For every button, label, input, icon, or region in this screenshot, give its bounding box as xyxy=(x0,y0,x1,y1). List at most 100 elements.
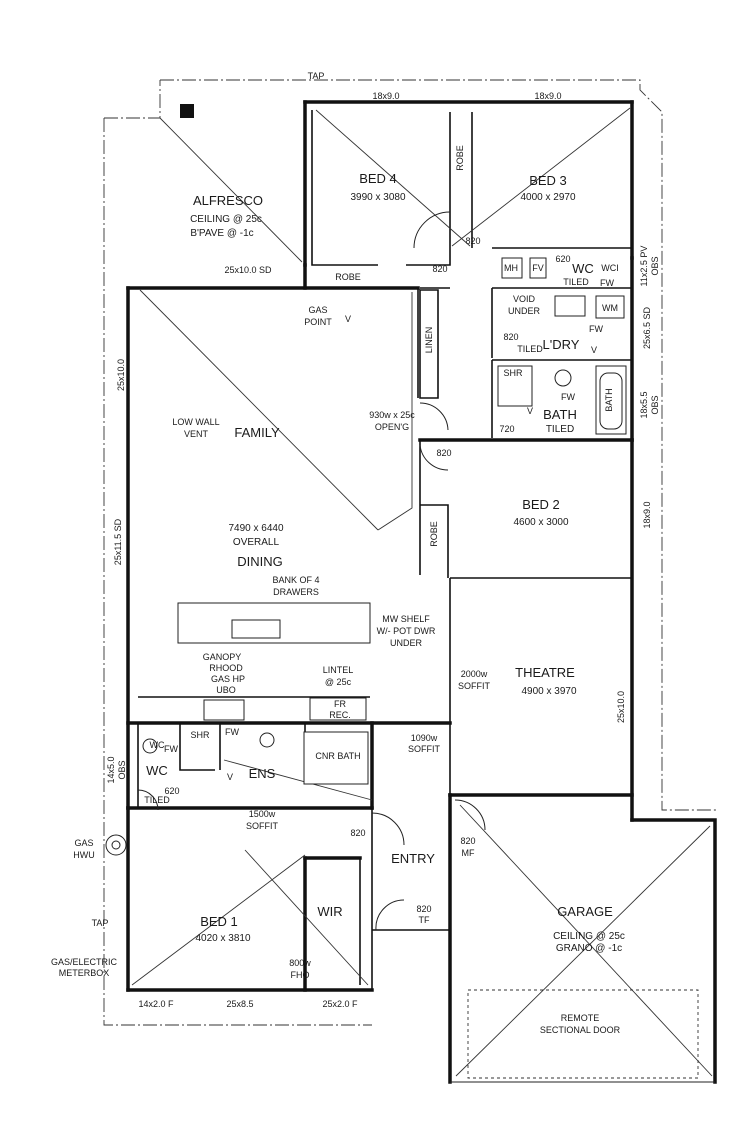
bed4-label: BED 4 xyxy=(359,171,397,186)
garage-door-2: SECTIONAL DOOR xyxy=(540,1025,621,1035)
left-dim-top: 25x10.0 xyxy=(116,359,126,391)
bottom-dim-1: 14x2.0 F xyxy=(138,999,174,1009)
fixtures xyxy=(105,257,627,856)
door-800-wir: 800w xyxy=(289,958,311,968)
right-dim-3a: 18x5.5 xyxy=(639,391,649,418)
family-label: FAMILY xyxy=(234,425,280,440)
mw-shelf-1: MW SHELF xyxy=(382,614,430,624)
ens-label: ENS xyxy=(249,766,276,781)
left-dim-wc-a: 14x5.0 xyxy=(106,756,116,783)
theatre-size: 4900 x 3970 xyxy=(521,686,576,697)
right-dim-5: 25x10.0 xyxy=(616,691,626,723)
garage-ceiling: CEILING @ 25c xyxy=(553,931,625,942)
top-dim-2: 18x9.0 xyxy=(534,91,561,101)
door-720-bath: 720 xyxy=(499,424,514,434)
opening-2: OPEN'G xyxy=(375,422,409,432)
wir-label: WIR xyxy=(317,904,342,919)
door-620-wc-lower: 620 xyxy=(164,786,179,796)
low-wall-2: VENT xyxy=(184,429,209,439)
room-garage: GARAGE CEILING @ 25c GRANO @ -1c xyxy=(553,904,625,954)
robe-bed3: ROBE xyxy=(455,145,465,171)
room-bed2: BED 2 4600 x 3000 xyxy=(513,497,568,528)
v-bath: V xyxy=(527,406,533,416)
walls xyxy=(126,100,717,1084)
mf-label: MF xyxy=(462,848,475,858)
wc-lower-tiled: TILED xyxy=(144,795,170,805)
room-entry: ENTRY xyxy=(391,851,435,866)
soffit-1090-b: SOFFIT xyxy=(408,744,440,754)
rec-label: REC. xyxy=(329,710,351,720)
theatre-label: THEATRE xyxy=(515,665,575,680)
alfresco-pave: B'PAVE @ -1c xyxy=(190,228,253,239)
gas-hwu-2: HWU xyxy=(73,850,95,860)
room-bed4: BED 4 3990 x 3080 xyxy=(350,171,405,203)
door-820-tf: 820 xyxy=(416,904,431,914)
meterbox-2: METERBOX xyxy=(59,968,110,978)
dining-label: DINING xyxy=(237,554,283,569)
robe-bed2: ROBE xyxy=(429,521,439,547)
right-dim-2: 25x6.5 SD xyxy=(642,306,652,349)
garage-grano: GRANO @ -1c xyxy=(556,943,622,954)
door-820-entry: 820 xyxy=(350,828,365,838)
soffit-1090-a: 1090w xyxy=(411,733,438,743)
door-swings xyxy=(137,211,486,931)
wm-label: WM xyxy=(602,303,618,313)
alfresco-ceiling: CEILING @ 25c xyxy=(190,214,262,225)
garage-door-1: REMOTE xyxy=(561,1013,600,1023)
room-family: FAMILY xyxy=(234,425,280,440)
mw-shelf-2: W/- POT DWR xyxy=(377,626,436,636)
gas-point-1: GAS xyxy=(308,305,327,315)
canopy-3: GAS HP xyxy=(211,674,245,684)
bed1-label: BED 1 xyxy=(200,914,238,929)
tf-label: TF xyxy=(419,915,430,925)
canopy-4: UBO xyxy=(216,685,236,695)
shr-bath: SHR xyxy=(503,368,523,378)
canopy-1: GANOPY xyxy=(203,652,242,662)
dining-size: 7490 x 6440 xyxy=(228,523,283,534)
laundry-label: L'DRY xyxy=(543,337,580,352)
bed3-size: 4000 x 2970 xyxy=(520,192,575,203)
room-theatre: THEATRE 4900 x 3970 xyxy=(515,665,577,697)
v-laundry: V xyxy=(591,345,597,355)
void-1: VOID xyxy=(513,294,536,304)
v-ens: V xyxy=(227,772,233,782)
wc-upper-tiled: TILED xyxy=(563,277,589,287)
alfresco-dim: 25x10.0 SD xyxy=(224,265,272,275)
bottom-dim-2: 25x8.5 xyxy=(226,999,253,1009)
wc-fix-lower: WC xyxy=(150,740,165,750)
room-bed1: BED 1 4020 x 3810 xyxy=(195,914,250,944)
wc-upper-label: WC xyxy=(572,261,594,276)
room-bed3: BED 3 4000 x 2970 xyxy=(520,173,575,203)
mw-shelf-3: UNDER xyxy=(390,638,423,648)
fw-laundry: FW xyxy=(589,324,603,334)
room-alfresco: ALFRESCO CEILING @ 25c B'PAVE @ -1c xyxy=(190,193,263,239)
room-wir: WIR xyxy=(317,904,342,919)
fr-label: FR xyxy=(334,699,346,709)
bank-drawers-1: BANK OF 4 xyxy=(272,575,319,585)
bath-label: BATH xyxy=(543,407,577,422)
tap-top: TAP xyxy=(308,71,325,81)
meterbox-1: GAS/ELECTRIC xyxy=(51,957,118,967)
bottom-dim-3: 25x2.0 F xyxy=(322,999,358,1009)
fv-label: FV xyxy=(532,263,544,273)
bed2-size: 4600 x 3000 xyxy=(513,517,568,528)
ceiling-diagonals xyxy=(131,107,713,1077)
soffit-2000-a: 2000w xyxy=(461,669,488,679)
v-gas: V xyxy=(345,314,351,324)
soffit-2000-b: SOFFIT xyxy=(458,681,490,691)
right-dim-1b: OBS xyxy=(650,256,660,275)
mh-label: MH xyxy=(504,263,518,273)
left-dim-mid: 25x11.5 SD xyxy=(113,518,123,565)
laundry-tiled: TILED xyxy=(517,344,543,354)
bed1-size: 4020 x 3810 xyxy=(195,933,250,944)
fw-bath: FW xyxy=(561,392,575,402)
lintel-1: LINTEL xyxy=(323,665,354,675)
fw-wc-upper: FW xyxy=(600,278,614,288)
room-wc-lower: WC TILED xyxy=(144,763,170,805)
wci-label: WCI xyxy=(601,263,619,273)
door-820-bed2: 820 xyxy=(436,448,451,458)
room-ens: ENS xyxy=(249,766,276,781)
low-wall-1: LOW WALL xyxy=(172,417,219,427)
right-dim-1a: 11x2.5 PV xyxy=(639,246,649,287)
